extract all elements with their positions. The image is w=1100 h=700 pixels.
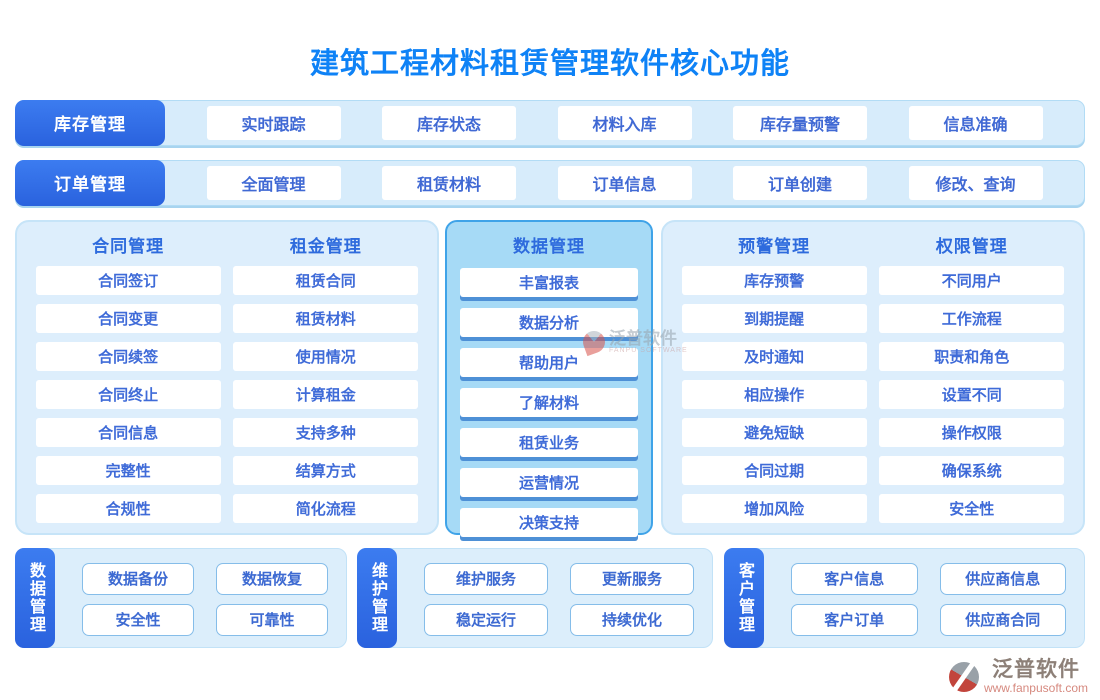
section-buttons-customer-mgmt: 客户信息供应商信息客户订单供应商合同 (783, 549, 1074, 649)
band-item[interactable]: 修改、查询 (908, 166, 1043, 200)
feature-cell[interactable]: 操作权限 (879, 418, 1065, 447)
band-items-inventory: 实时跟踪 库存状态 材料入库 库存量预警 信息准确 (165, 106, 1084, 140)
feature-cell[interactable]: 相应操作 (681, 380, 867, 409)
feature-pill[interactable]: 可靠性 (216, 603, 328, 636)
column-header-permission: 权限管理 (935, 237, 1008, 256)
column-header-rent: 租金管理 (289, 237, 362, 256)
band-inventory: 库存管理 实时跟踪 库存状态 材料入库 库存量预警 信息准确 (15, 99, 1085, 146)
feature-cell[interactable]: 合同签订 (35, 266, 221, 295)
feature-cell[interactable]: 决策支持 (460, 508, 638, 537)
feature-cell[interactable]: 及时通知 (681, 342, 867, 371)
band-item[interactable]: 实时跟踪 (206, 106, 341, 140)
feature-cell[interactable]: 计算租金 (233, 380, 419, 409)
feature-cell[interactable]: 了解材料 (460, 388, 638, 417)
band-item[interactable]: 材料入库 (557, 106, 692, 140)
feature-cell[interactable]: 工作流程 (879, 304, 1065, 333)
feature-cell[interactable]: 运营情况 (460, 468, 638, 497)
section-maintenance-mgmt: 维护管理 维护服务更新服务稳定运行持续优化 (357, 548, 713, 648)
footer-url: www.fanpusoft.com (983, 681, 1088, 695)
column-warning: 预警管理 库存预警到期提醒及时通知相应操作避免短缺合同过期增加风险 (681, 232, 867, 523)
feature-cell[interactable]: 合同终止 (35, 380, 221, 409)
feature-cell[interactable]: 完整性 (35, 456, 221, 485)
section-customer-mgmt: 客户管理 客户信息供应商信息客户订单供应商合同 (724, 548, 1085, 648)
feature-cell[interactable]: 合同续签 (35, 342, 221, 371)
band-item[interactable]: 库存状态 (382, 106, 516, 140)
feature-pill[interactable]: 数据备份 (82, 562, 194, 595)
section-buttons-data-mgmt: 数据备份数据恢复安全性可靠性 (74, 549, 336, 649)
band-item[interactable]: 租赁材料 (382, 166, 516, 200)
band-label-orders[interactable]: 订单管理 (15, 159, 165, 206)
section-data-mgmt: 数据管理 数据备份数据恢复安全性可靠性 (15, 548, 347, 648)
feature-cell[interactable]: 简化流程 (233, 494, 419, 523)
feature-cell[interactable]: 确保系统 (879, 456, 1065, 485)
feature-cell[interactable]: 租赁材料 (233, 304, 419, 333)
page-title: 建筑工程材料租赁管理软件核心功能 (309, 48, 790, 80)
column-header-data: 数据管理 (513, 237, 585, 256)
band-item[interactable]: 信息准确 (908, 106, 1043, 140)
feature-pill[interactable]: 安全性 (82, 603, 194, 636)
band-label-inventory[interactable]: 库存管理 (15, 99, 165, 146)
feature-cell[interactable]: 使用情况 (233, 342, 419, 371)
footer-brand-name: 泛普软件 (991, 658, 1080, 681)
feature-cell[interactable]: 到期提醒 (681, 304, 867, 333)
band-item[interactable]: 订单信息 (557, 166, 692, 200)
feature-pill[interactable]: 客户订单 (791, 603, 918, 636)
feature-cell[interactable]: 合同过期 (681, 456, 867, 485)
feature-cell[interactable]: 职责和角色 (879, 342, 1065, 371)
feature-pill[interactable]: 持续优化 (570, 603, 694, 636)
panel-data: 数据管理 丰富报表数据分析帮助用户了解材料租赁业务运营情况决策支持 (445, 220, 653, 537)
feature-cell[interactable]: 租赁业务 (460, 428, 638, 457)
feature-cell[interactable]: 库存预警 (681, 266, 867, 295)
feature-cell[interactable]: 避免短缺 (681, 418, 867, 447)
footer-logo: 泛普软件 www.fanpusoft.com (948, 658, 1088, 695)
feature-cell[interactable]: 合同变更 (35, 304, 221, 333)
feature-cell[interactable]: 结算方式 (233, 456, 419, 485)
section-tab-maintenance-mgmt[interactable]: 维护管理 (357, 548, 397, 648)
column-items-warning: 库存预警到期提醒及时通知相应操作避免短缺合同过期增加风险 (681, 266, 867, 523)
column-header-warning: 预警管理 (738, 237, 811, 256)
band-item[interactable]: 库存量预警 (733, 106, 867, 140)
column-items-contract: 合同签订合同变更合同续签合同终止合同信息完整性合规性 (35, 266, 221, 523)
section-buttons-maintenance-mgmt: 维护服务更新服务稳定运行持续优化 (416, 549, 702, 649)
fanpu-logo-icon (948, 661, 979, 692)
panel-contract-rent: 合同管理 合同签订合同变更合同续签合同终止合同信息完整性合规性 租金管理 租赁合… (15, 220, 439, 535)
column-rent: 租金管理 租赁合同租赁材料使用情况计算租金支持多种结算方式简化流程 (233, 232, 419, 523)
feature-pill[interactable]: 维护服务 (424, 562, 548, 595)
column-header-contract: 合同管理 (92, 237, 165, 256)
feature-pill[interactable]: 更新服务 (570, 562, 694, 595)
section-tab-data-mgmt[interactable]: 数据管理 (15, 548, 55, 648)
feature-cell[interactable]: 合规性 (35, 494, 221, 523)
feature-cell[interactable]: 丰富报表 (460, 268, 638, 297)
feature-cell[interactable]: 数据分析 (460, 308, 638, 337)
band-items-orders: 全面管理 租赁材料 订单信息 订单创建 修改、查询 (165, 166, 1084, 200)
feature-pill[interactable]: 供应商信息 (939, 562, 1066, 595)
feature-cell[interactable]: 帮助用户 (460, 348, 638, 377)
column-contract: 合同管理 合同签订合同变更合同续签合同终止合同信息完整性合规性 (35, 232, 221, 523)
feature-pill[interactable]: 数据恢复 (216, 562, 328, 595)
column-data: 数据管理 丰富报表数据分析帮助用户了解材料租赁业务运营情况决策支持 (460, 232, 638, 537)
feature-cell[interactable]: 设置不同 (879, 380, 1065, 409)
section-tab-customer-mgmt[interactable]: 客户管理 (724, 548, 764, 648)
column-items-permission: 不同用户工作流程职责和角色设置不同操作权限确保系统安全性 (879, 266, 1065, 523)
feature-cell[interactable]: 不同用户 (879, 266, 1065, 295)
column-items-rent: 租赁合同租赁材料使用情况计算租金支持多种结算方式简化流程 (233, 266, 419, 523)
feature-cell[interactable]: 支持多种 (233, 418, 419, 447)
band-item[interactable]: 订单创建 (733, 166, 867, 200)
feature-pill[interactable]: 稳定运行 (424, 603, 548, 636)
band-orders: 订单管理 全面管理 租赁材料 订单信息 订单创建 修改、查询 (15, 159, 1085, 206)
feature-pill[interactable]: 供应商合同 (939, 603, 1066, 636)
feature-cell[interactable]: 租赁合同 (233, 266, 419, 295)
column-permission: 权限管理 不同用户工作流程职责和角色设置不同操作权限确保系统安全性 (879, 232, 1065, 523)
feature-cell[interactable]: 合同信息 (35, 418, 221, 447)
panel-warning-permission: 预警管理 库存预警到期提醒及时通知相应操作避免短缺合同过期增加风险 权限管理 不… (661, 220, 1085, 535)
feature-pill[interactable]: 客户信息 (791, 562, 918, 595)
feature-cell[interactable]: 安全性 (879, 494, 1065, 523)
band-item[interactable]: 全面管理 (206, 166, 341, 200)
column-items-data: 丰富报表数据分析帮助用户了解材料租赁业务运营情况决策支持 (460, 268, 638, 537)
feature-cell[interactable]: 增加风险 (681, 494, 867, 523)
